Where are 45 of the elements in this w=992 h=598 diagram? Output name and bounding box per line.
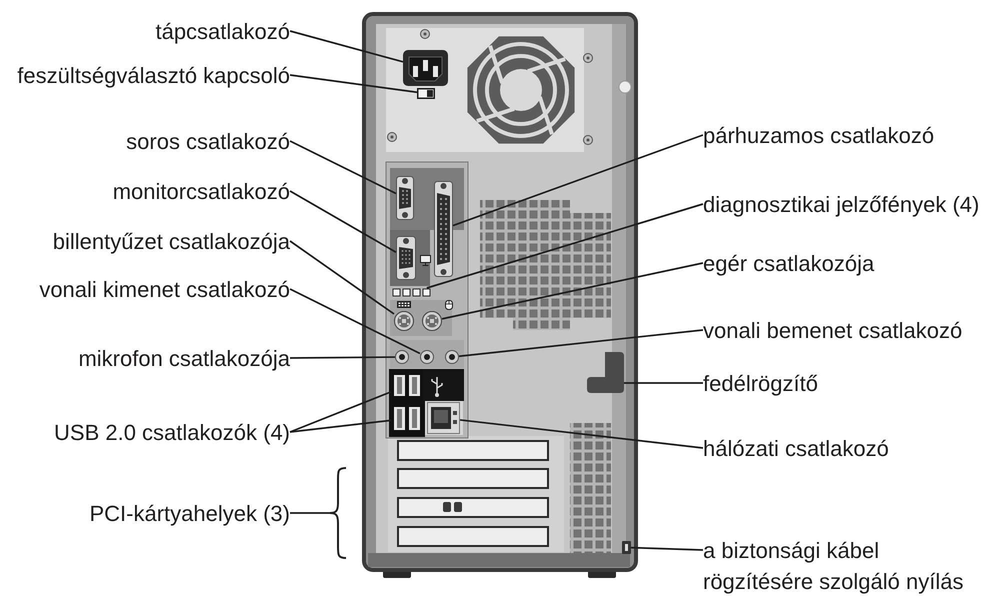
- leader-line: [290, 240, 394, 315]
- vga-port: [396, 236, 416, 280]
- part-label: vonali kimenet csatlakozó: [39, 276, 290, 304]
- part-label: egér csatlakozója: [703, 250, 874, 278]
- leader-line: [290, 288, 420, 354]
- part-label: billentyűzet csatlakozója: [52, 228, 290, 256]
- part-label: PCI-kártyahelyek (3): [89, 500, 290, 528]
- leader-line: [460, 419, 704, 449]
- leader-line: [624, 382, 703, 384]
- leader-line: [442, 262, 704, 320]
- part-label: tápcsatlakozó: [155, 18, 290, 46]
- usb-port-pair: [391, 372, 423, 399]
- leader-line: [290, 391, 392, 433]
- leader-line: [290, 356, 395, 359]
- network-port: [427, 402, 460, 434]
- part-label: párhuzamos csatlakozó: [703, 122, 934, 150]
- leader-line: [458, 329, 704, 358]
- parallel-port: [434, 181, 453, 277]
- leader-line: [290, 74, 418, 94]
- part-label: a biztonsági kábel rögzítésére szolgáló nyílás: [703, 536, 964, 596]
- part-label: mikrofon csatlakozója: [78, 344, 290, 373]
- part-label: USB 2.0 csatlakozók (4): [54, 418, 290, 446]
- usb-port-pair: [391, 404, 423, 433]
- leader-line: [290, 30, 404, 63]
- part-label: vonali bemenet csatlakozó: [703, 316, 962, 344]
- leader-line: [630, 546, 704, 551]
- ps2-port: [422, 311, 442, 331]
- leader-line: [290, 512, 330, 514]
- leader-line: [290, 190, 396, 253]
- part-label: fedélrögzítő: [703, 370, 818, 398]
- power-socket: [403, 50, 448, 86]
- serial-port: [396, 176, 414, 220]
- cover-latch: [587, 352, 624, 393]
- curly-bracket: [330, 467, 346, 559]
- leader-line: [426, 203, 704, 289]
- diagnostic-lights: [392, 288, 432, 297]
- part-label: soros csatlakozó: [126, 128, 290, 156]
- security-slot: [622, 541, 631, 554]
- ps2-port: [394, 311, 414, 331]
- leader-line: [290, 140, 396, 194]
- part-label: diagnosztikai jelzőfények (4): [703, 190, 980, 219]
- part-label: monitorcsatlakozó: [112, 178, 290, 206]
- part-label: feszültségválasztó kapcsoló: [17, 62, 290, 90]
- part-label: hálózati csatlakozó: [703, 434, 889, 462]
- voltage-switch: [417, 88, 435, 99]
